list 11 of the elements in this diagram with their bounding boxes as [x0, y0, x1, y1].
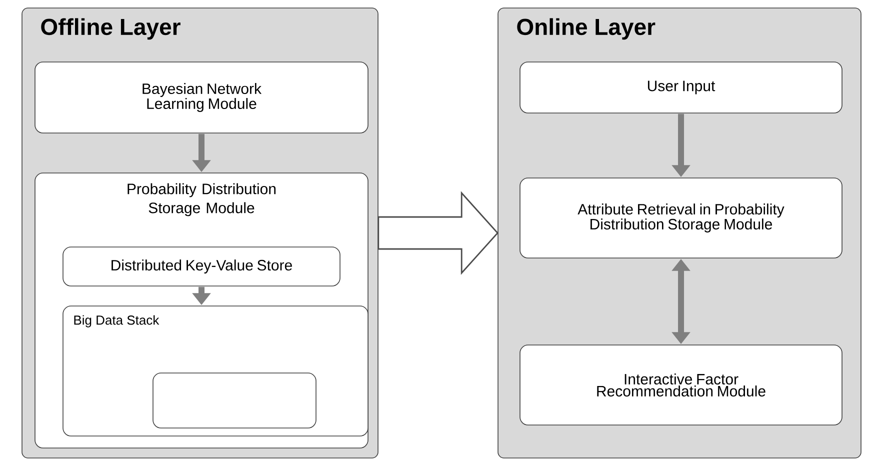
layer-title: Online Layer: [517, 18, 656, 40]
module-box: User Input: [520, 62, 842, 114]
module-box: Attribute Retrieval in Probability Distribution Storage Module: [520, 178, 842, 258]
empty-box: [152, 372, 316, 428]
module-box: Distributed Key-Value Store: [62, 246, 340, 286]
group-heading: Probability Distribution Storage Module: [128, 183, 276, 216]
group-heading: Big Data Stack: [74, 315, 160, 328]
layer-title: Offline Layer: [41, 18, 180, 40]
module-box: Interactive Factor Recommendation Module: [520, 344, 842, 426]
module-box: Bayesian Network Learning Module: [34, 62, 368, 134]
block-arrow: [378, 191, 499, 275]
